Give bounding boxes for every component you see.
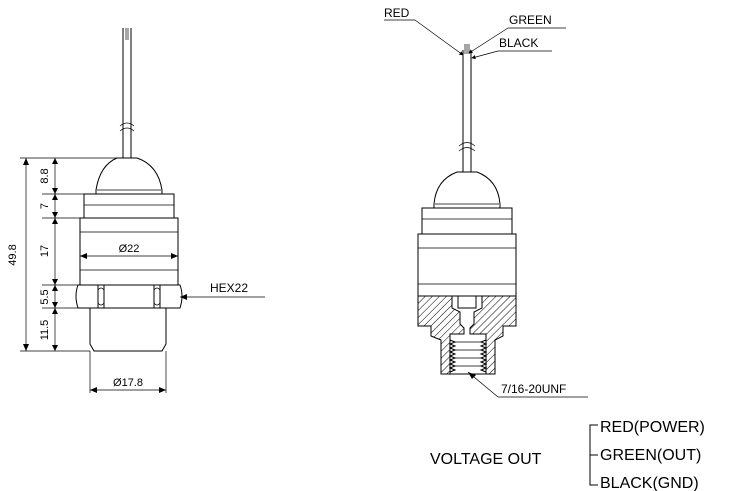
thread-leader — [467, 371, 588, 398]
voltage-out-legend: VOLTAGE OUT RED(POWER) GREEN(OUT) BLACK(… — [430, 419, 705, 491]
dia-port-label: Ø17.8 — [113, 377, 143, 389]
wire-black-label: BLACK — [499, 36, 538, 50]
dia-body-dimension — [80, 253, 178, 259]
wire-leaders — [384, 19, 566, 60]
dia-body-label: Ø22 — [119, 243, 140, 255]
right-cap — [433, 171, 501, 209]
wire-green-label: GREEN — [509, 13, 552, 27]
right-body — [417, 233, 517, 297]
left-cap — [95, 157, 163, 195]
left-sensor-view: 49.8 8.8 7 17 5.5 11.5 Ø22 Ø17.8 HEX22 — [7, 28, 265, 393]
dia-port-dimension — [89, 351, 167, 393]
right-wires — [458, 44, 476, 172]
dim-thread-label: 11.5 — [39, 320, 51, 341]
hex-leader — [180, 294, 265, 300]
left-port — [89, 307, 167, 352]
left-cable — [119, 28, 135, 158]
left-hex-nut — [75, 284, 183, 309]
right-sensor-view: RED GREEN BLACK — [384, 6, 588, 398]
wire-red-label: RED — [384, 6, 410, 20]
hex-label: HEX22 — [210, 281, 248, 295]
legend-title: VOLTAGE OUT — [430, 451, 542, 468]
left-vertical-dimensions — [20, 157, 118, 352]
legend-item-black: BLACK(GND) — [600, 475, 699, 491]
dim-hex-label: 5.5 — [39, 289, 51, 304]
right-section-view — [417, 295, 517, 375]
dim-total-label: 49.8 — [7, 244, 19, 265]
left-collar — [83, 193, 175, 219]
thread-label: 7/16-20UNF — [501, 382, 566, 396]
dim-body-label: 17 — [39, 245, 51, 257]
right-collar — [421, 207, 513, 235]
legend-item-green: GREEN(OUT) — [600, 447, 701, 464]
legend-item-red: RED(POWER) — [600, 419, 705, 436]
dim-collar-label: 7 — [39, 203, 51, 209]
dim-cap-label: 8.8 — [39, 168, 51, 183]
